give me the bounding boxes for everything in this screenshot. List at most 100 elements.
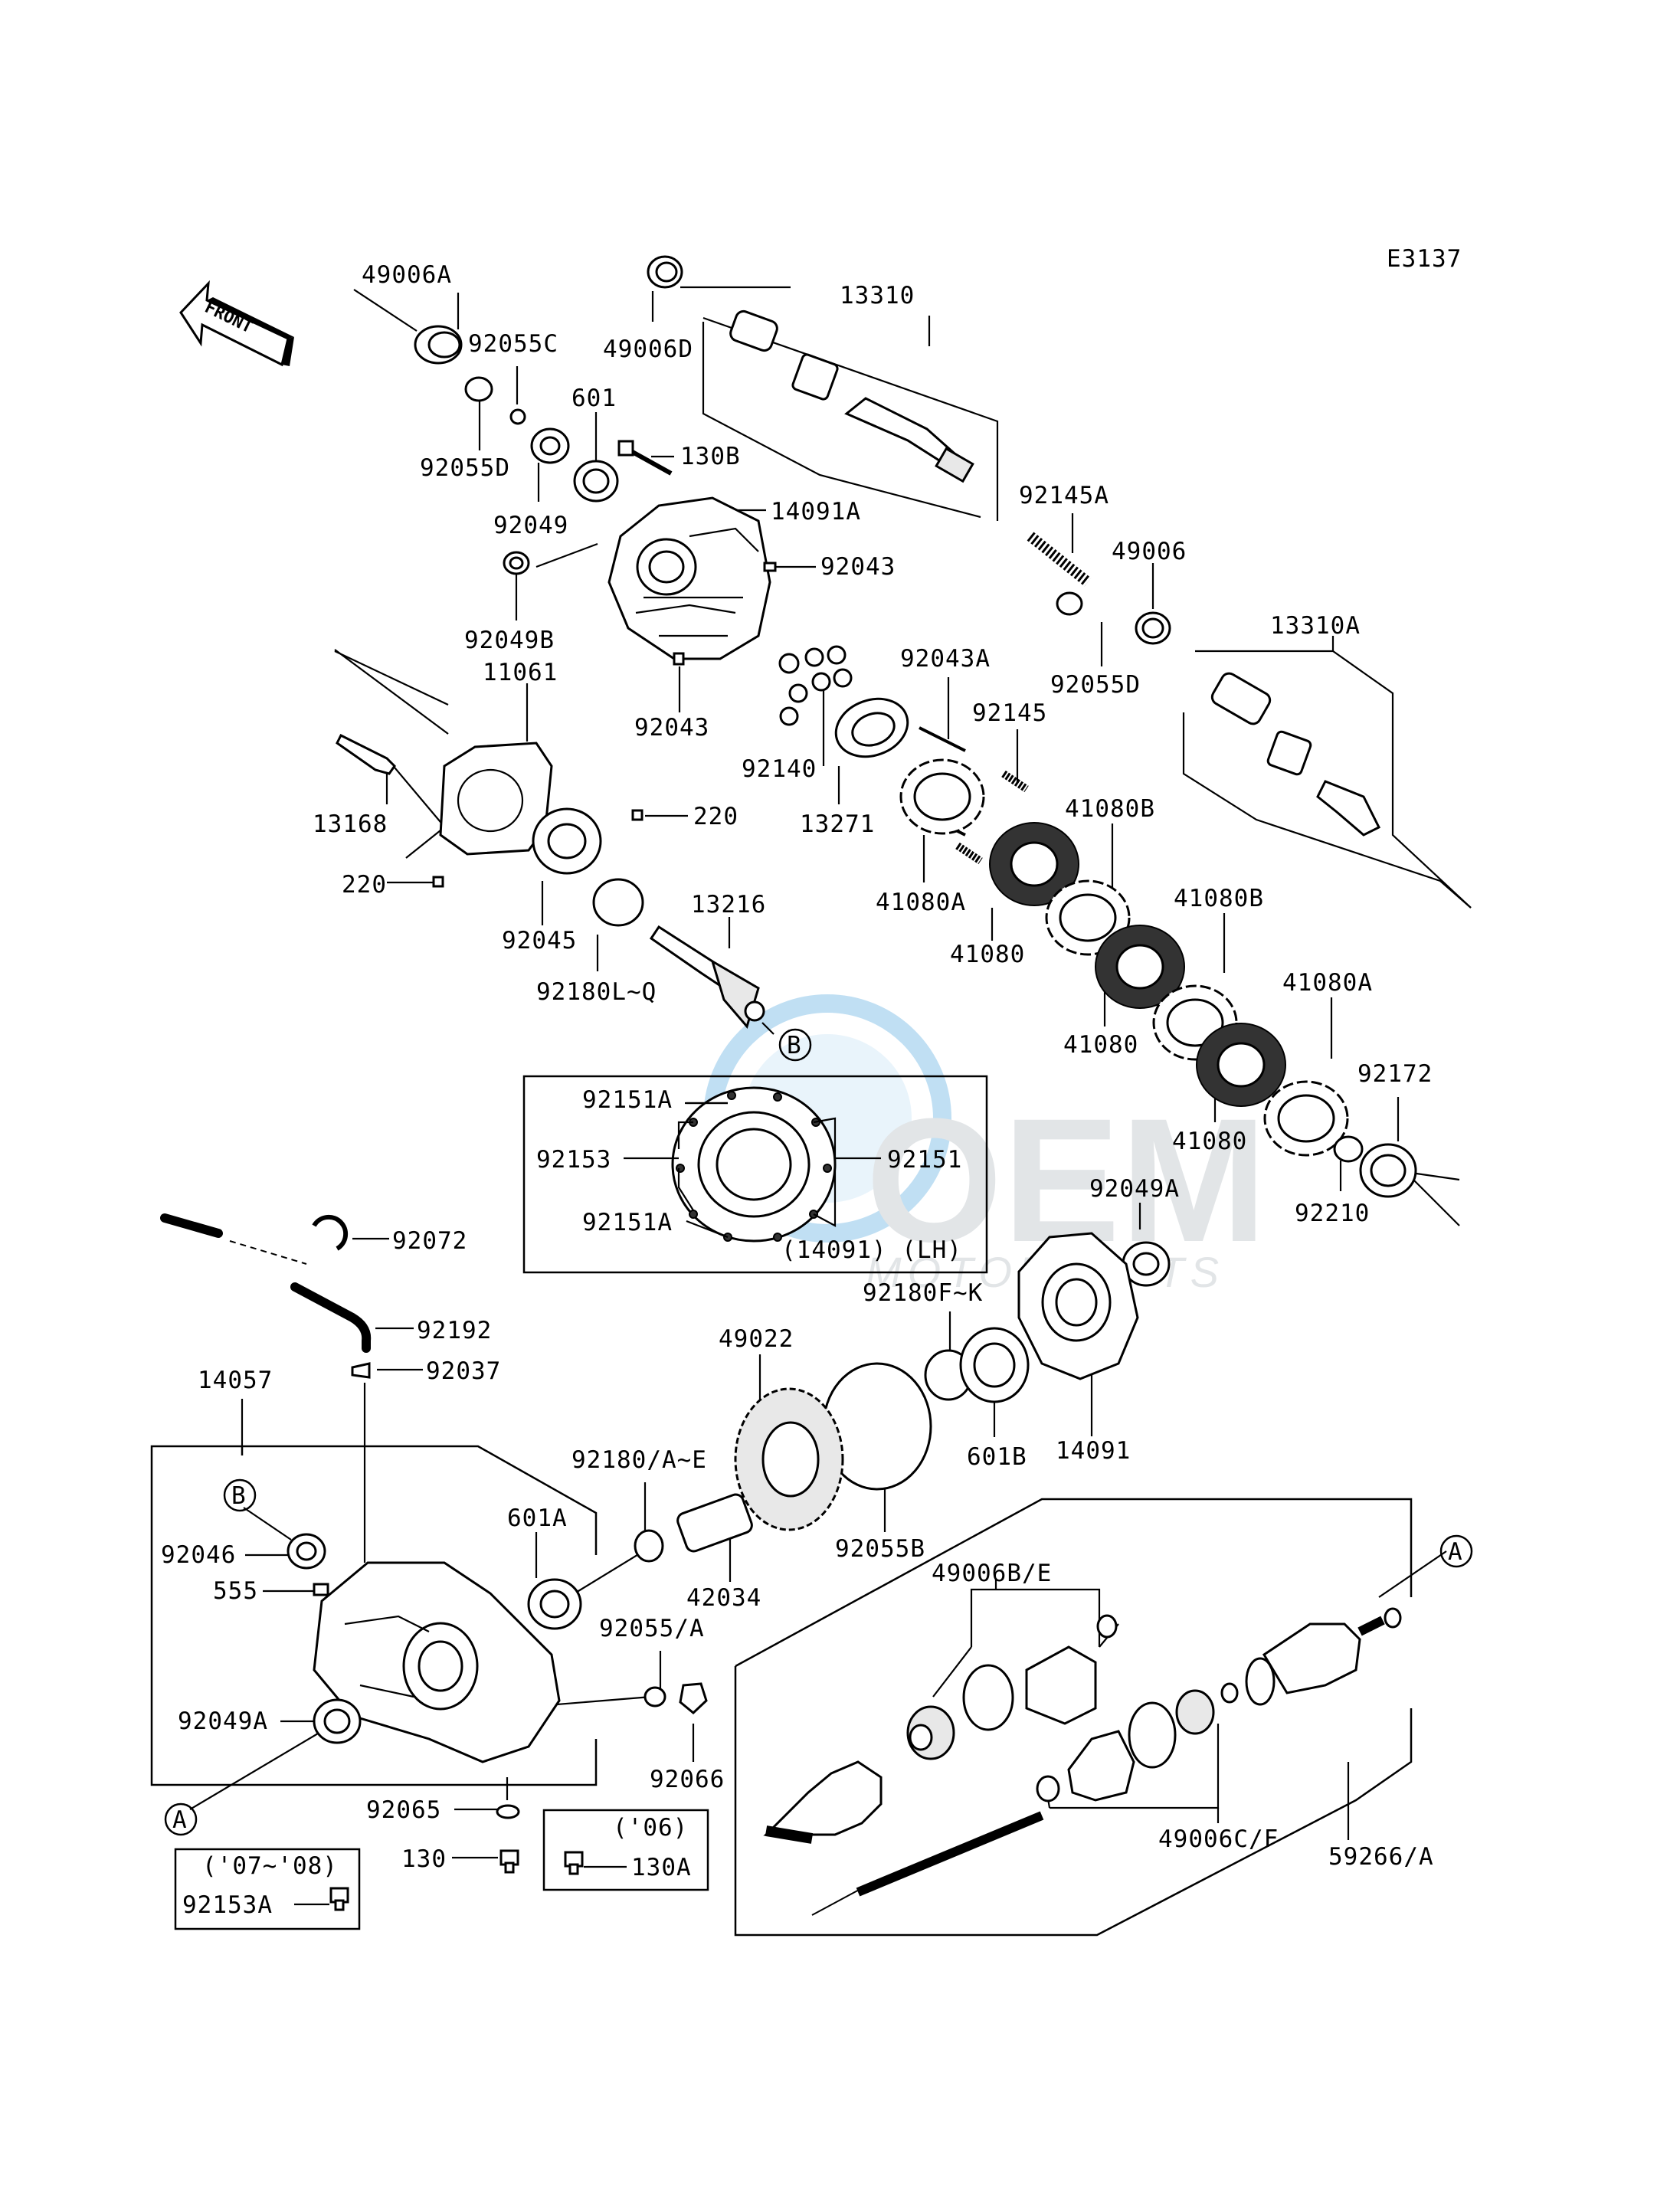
boot-49006B: [962, 1645, 1097, 1731]
label-92145: 92145: [972, 699, 1047, 727]
label-14091A: 14091A: [771, 498, 861, 526]
ref-marker-b-left: [223, 1478, 257, 1512]
label-49006D: 49006D: [603, 336, 693, 363]
bearing-601B: [959, 1327, 1030, 1403]
bolt-92153A: [329, 1887, 349, 1911]
label-42034: 42034: [686, 1584, 761, 1612]
tube-92192: [160, 1213, 372, 1353]
housing-14057: [313, 1561, 561, 1763]
label-92180FK: 92180F~K: [863, 1279, 983, 1307]
label-13310A: 13310A: [1270, 612, 1361, 640]
shim-92180LQ: [592, 878, 644, 927]
screw-220-b: [432, 876, 444, 888]
label-14091: 14091: [1056, 1437, 1131, 1465]
label-130A: 130A: [631, 1854, 692, 1881]
label-14091-lh: (14091) (LH): [781, 1236, 962, 1264]
bolt-130A: [564, 1851, 584, 1875]
label-92151A-top: 92151A: [582, 1086, 673, 1114]
housing-14091A: [607, 496, 771, 660]
label-92043-right: 92043: [820, 553, 896, 581]
label-92045: 92045: [502, 927, 577, 954]
oil-seal-92046: [287, 1533, 326, 1570]
label-year0708: ('07~'08): [202, 1852, 338, 1880]
spring-92145A: [1027, 532, 1092, 587]
label-220-left: 220: [342, 871, 387, 899]
label-92055D-top: 92055D: [420, 454, 510, 482]
label-601A: 601A: [507, 1505, 568, 1532]
housing-14057-bracket: [150, 1399, 598, 1786]
ref-marker-b-left-label: B: [231, 1482, 247, 1510]
o-ring-92055C: [509, 408, 526, 425]
inner-joint: [1175, 1657, 1276, 1735]
label-41080-3: 41080: [1172, 1128, 1247, 1155]
ref-marker-a-left-label: A: [172, 1806, 188, 1834]
label-49022: 49022: [719, 1325, 794, 1353]
label-92046: 92046: [161, 1541, 236, 1569]
ring-gear-49022: [734, 1387, 844, 1531]
label-220-right: 220: [693, 803, 738, 830]
label-92151: 92151: [887, 1146, 962, 1174]
label-92065: 92065: [366, 1796, 441, 1824]
ref-marker-a-right-label: A: [1448, 1538, 1463, 1566]
label-92153: 92153: [536, 1146, 611, 1174]
ref-marker-a-right: [1439, 1534, 1473, 1568]
steel-plate-41080A-2: [1263, 1080, 1349, 1157]
pin-92043-b: [673, 652, 685, 666]
label-92151A-bottom: 92151A: [582, 1209, 673, 1236]
year06-box: [542, 1809, 709, 1891]
label-92172: 92172: [1357, 1060, 1433, 1088]
oil-seal-92049A-right: [1122, 1241, 1171, 1287]
plug-92066: [679, 1682, 708, 1714]
label-41080A-1: 41080A: [876, 889, 966, 916]
bearing-92045: [532, 807, 602, 875]
label-13271: 13271: [800, 810, 875, 838]
label-92145A: 92145A: [1019, 482, 1109, 509]
oil-seal-92049B: [503, 551, 530, 575]
oil-seal-49006A: [414, 325, 463, 365]
screw-220-a: [631, 809, 644, 821]
ref-markers: B B A A: [164, 1028, 1473, 1836]
friction-plate-41080-1: [989, 822, 1079, 906]
year0708-box: [174, 1848, 361, 1930]
steel-plate-41080B-1: [1045, 879, 1131, 956]
pinion-gear-13216: [649, 925, 765, 1030]
label-49006CF: 49006C/F: [1158, 1825, 1279, 1853]
label-41080-2: 41080: [1063, 1031, 1138, 1059]
label-13310: 13310: [840, 282, 915, 309]
label-41080B-2: 41080B: [1174, 885, 1264, 912]
label-11061: 11061: [483, 659, 558, 686]
label-49006: 49006: [1112, 538, 1187, 565]
collar-92210: [1333, 1135, 1364, 1163]
diagram-code: E3137: [1387, 245, 1462, 273]
label-92055B: 92055B: [835, 1535, 925, 1563]
ref-marker-b-top: [778, 1028, 812, 1062]
bolt-130B: [617, 440, 673, 476]
label-92140: 92140: [742, 755, 817, 783]
pin-92043-a: [763, 562, 777, 572]
oil-seal-49006: [1135, 611, 1171, 645]
o-ring-92055D: [464, 376, 493, 402]
bolt-130: [499, 1849, 519, 1874]
spring-92145: [1001, 770, 1029, 793]
label-59266A: 59266/A: [1328, 1843, 1434, 1871]
label-92049: 92049: [493, 512, 568, 539]
friction-plate-41080-2: [1095, 925, 1185, 1009]
label-92066: 92066: [650, 1766, 725, 1793]
label-41080A-2: 41080A: [1282, 969, 1373, 997]
clamp-92037: [351, 1362, 371, 1379]
label-92055D-right: 92055D: [1050, 671, 1141, 699]
oil-seal-92049: [530, 427, 570, 464]
pin-92043A: [919, 726, 966, 752]
label-92049B: 92049B: [464, 627, 555, 654]
label-601: 601: [571, 385, 617, 412]
label-year06: ('06): [613, 1814, 688, 1842]
oil-seal-49006D: [647, 255, 683, 289]
washer-92065: [496, 1804, 520, 1819]
o-ring-92055D-right: [1056, 591, 1083, 616]
label-92153A: 92153A: [182, 1891, 273, 1919]
label-92180AE: 92180/A~E: [571, 1446, 707, 1474]
label-601B: 601B: [967, 1443, 1027, 1471]
front-arrow-icon: FRONT: [179, 280, 294, 367]
shaft-13168: [336, 733, 396, 775]
